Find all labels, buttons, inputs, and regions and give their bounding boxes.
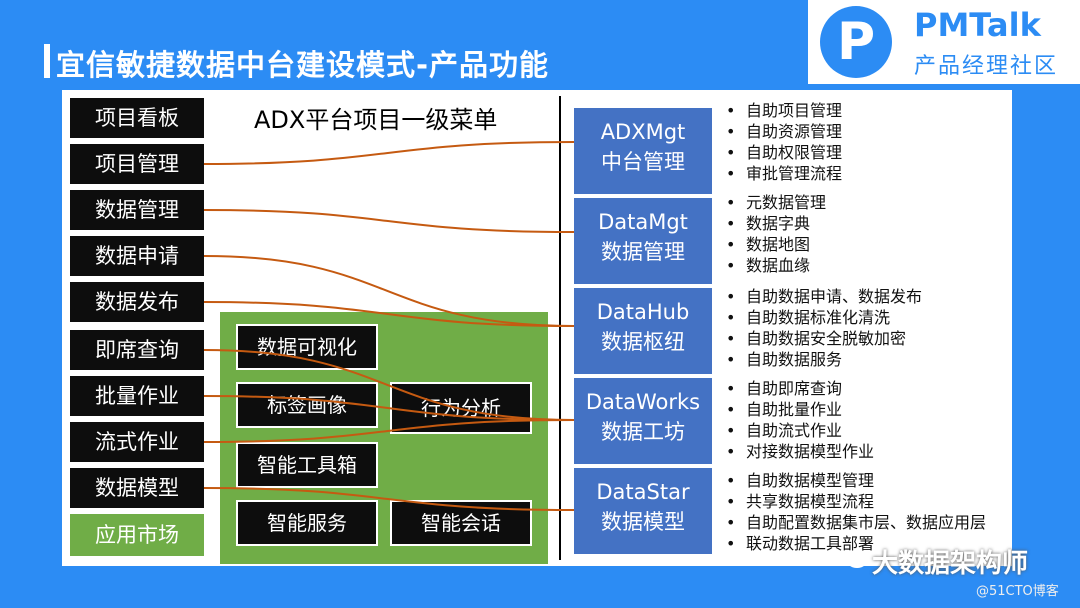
menu-item-data-model: 数据模型	[70, 468, 204, 508]
menu-item-data-mgmt: 数据管理	[70, 190, 204, 230]
feature-item: •联动数据工具部署	[726, 534, 875, 553]
feature-item: •数据字典	[726, 214, 811, 233]
menu-item-data-publish: 数据发布	[70, 282, 204, 322]
module-name-en: DataWorks	[585, 390, 701, 414]
connector-model-to-datastar	[203, 487, 575, 511]
watermark-text: 大数据架构师	[872, 549, 1029, 579]
feature-list-datastar: •自助数据模型管理 •共享数据模型流程 •自助配置数据集市层、数据应用层 •联动…	[724, 470, 1024, 554]
menu-item-batch-job: 批量作业	[70, 376, 204, 416]
module-name-cn: 数据工坊	[601, 420, 685, 444]
app-smart-chat: 智能会话	[390, 500, 532, 546]
menu-item-stream-job: 流式作业	[70, 422, 204, 462]
module-name-en: DataHub	[596, 300, 690, 324]
module-datastar: DataStar 数据模型	[574, 468, 712, 554]
slide-title: 宜信敏捷数据中台建设模式-产品功能	[56, 48, 550, 82]
feature-item: •自助资源管理	[726, 122, 843, 141]
brand-subtitle: 产品经理社区	[914, 54, 1059, 79]
connector-project-to-adxmgt	[203, 141, 575, 165]
divider-line	[559, 96, 561, 560]
module-name-en: ADXMgt	[600, 120, 686, 144]
connector-publish-to-datahub	[203, 301, 575, 327]
connector-data-to-datamgt	[203, 209, 575, 233]
app-behavior-analysis: 行为分析	[390, 382, 532, 434]
feature-item: •元数据管理	[726, 193, 827, 212]
feature-item: •对接数据模型作业	[726, 442, 875, 461]
module-name-cn: 中台管理	[601, 150, 685, 174]
app-tag-profile: 标签画像	[236, 382, 378, 428]
module-datamgt: DataMgt 数据管理	[574, 198, 712, 284]
menu-title: ADX平台项目一级菜单	[254, 106, 498, 134]
feature-list-adxmgt: •自助项目管理 •自助资源管理 •自助权限管理 •审批管理流程	[724, 100, 1024, 184]
feature-item: •自助数据模型管理	[726, 471, 875, 490]
wechat-icon	[846, 550, 868, 568]
feature-item: •自助权限管理	[726, 143, 843, 162]
logo-bubble-icon	[820, 6, 892, 78]
menu-item-project-board: 项目看板	[70, 98, 204, 138]
logo-glyph: P	[836, 12, 876, 72]
module-adxmgt: ADXMgt 中台管理	[574, 108, 712, 194]
feature-item: •自助数据申请、数据发布	[726, 287, 923, 306]
module-dataworks: DataWorks 数据工坊	[574, 378, 712, 464]
title-accent-bar	[44, 44, 50, 78]
module-name-cn: 数据模型	[601, 510, 685, 534]
feature-item: •自助流式作业	[726, 421, 843, 440]
app-data-visualization: 数据可视化	[236, 324, 378, 370]
feature-item: •共享数据模型流程	[726, 492, 875, 511]
feature-item: •审批管理流程	[726, 164, 843, 183]
menu-item-project-mgmt: 项目管理	[70, 144, 204, 184]
module-datahub: DataHub 数据枢纽	[574, 288, 712, 374]
feature-item: •数据地图	[726, 235, 811, 254]
module-name-cn: 数据枢纽	[601, 330, 685, 354]
connector-adhoc-to-dataworks	[203, 349, 575, 421]
feature-list-dataworks: •自助即席查询 •自助批量作业 •自助流式作业 •对接数据模型作业	[724, 378, 1024, 462]
app-smart-toolbox: 智能工具箱	[236, 442, 378, 488]
menu-item-adhoc-query: 即席查询	[70, 330, 204, 370]
connector-batch-to-dataworks	[203, 395, 575, 421]
module-name-en: DataMgt	[598, 210, 688, 234]
feature-item: •自助数据服务	[726, 350, 843, 369]
connector-request-to-datahub	[203, 255, 575, 327]
feature-item: •数据血缘	[726, 256, 811, 275]
feature-item: •自助数据标准化清洗	[726, 308, 891, 327]
feature-list-datahub: •自助数据申请、数据发布 •自助数据标准化清洗 •自助数据安全脱敏加密 •自助数…	[724, 286, 1024, 370]
feature-item: •自助数据安全脱敏加密	[726, 329, 907, 348]
feature-item: •自助即席查询	[726, 379, 843, 398]
module-name-en: DataStar	[596, 480, 690, 504]
connector-stream-to-dataworks	[203, 419, 575, 443]
app-smart-service: 智能服务	[236, 500, 378, 546]
menu-item-data-request: 数据申请	[70, 236, 204, 276]
menu-item-app-market: 应用市场	[70, 514, 204, 556]
watermark-source: @51CTO博客	[976, 584, 1059, 599]
diagram-panel: 项目看板 项目管理 数据管理 数据申请 数据发布 即席查询 批量作业 流式作业 …	[62, 90, 1012, 566]
feature-item: •自助项目管理	[726, 101, 843, 120]
brand-logo: P PMTalk 产品经理社区	[808, 0, 1080, 84]
feature-item: •自助批量作业	[726, 400, 843, 419]
feature-list-datamgt: •元数据管理 •数据字典 •数据地图 •数据血缘	[724, 192, 1024, 276]
connector-lines	[203, 141, 575, 511]
brand-name: PMTalk	[914, 6, 1041, 44]
module-name-cn: 数据管理	[601, 240, 685, 264]
feature-item: •自助配置数据集市层、数据应用层	[726, 513, 987, 532]
